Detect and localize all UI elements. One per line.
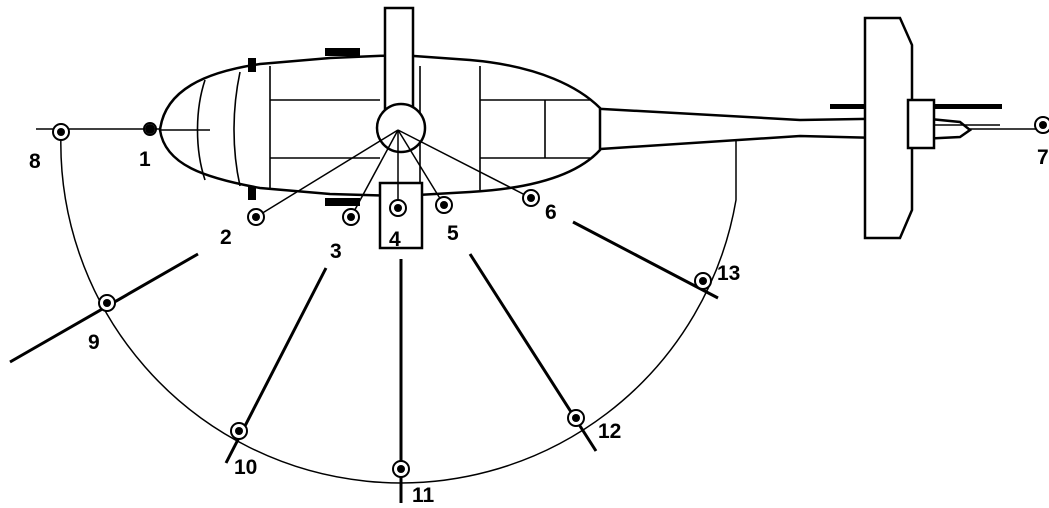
- marker-point-10: [230, 422, 248, 440]
- marker-point-7: [1034, 116, 1049, 134]
- point-label-3: 3: [330, 240, 342, 263]
- helicopter-silhouette: [158, 6, 1002, 250]
- marker-point-9: [98, 294, 116, 312]
- marker-point-5: [435, 196, 453, 214]
- marker-point-12: [567, 409, 585, 427]
- mast-rays: [255, 129, 532, 218]
- point-label-8: 8: [29, 150, 41, 173]
- marker-point-3: [342, 208, 360, 226]
- radial-lines: [9, 220, 719, 503]
- marker-point-1: [143, 122, 157, 136]
- point-label-10: 10: [234, 456, 257, 479]
- point-label-13: 13: [717, 262, 740, 285]
- point-label-5: 5: [447, 222, 459, 245]
- point-label-11: 11: [412, 484, 435, 507]
- point-label-9: 9: [88, 331, 100, 354]
- point-label-4: 4: [389, 228, 401, 251]
- marker-point-6: [522, 189, 540, 207]
- point-label-1: 1: [139, 148, 151, 171]
- measurement-arc: [60, 129, 737, 484]
- point-label-6: 6: [545, 201, 557, 224]
- point-label-12: 12: [598, 420, 621, 443]
- marker-point-4: [389, 199, 407, 217]
- marker-point-8: [52, 123, 70, 141]
- point-label-7: 7: [1037, 146, 1049, 169]
- marker-point-11: [392, 460, 410, 478]
- marker-point-2: [247, 208, 265, 226]
- point-label-2: 2: [220, 226, 232, 249]
- point-labels: 1 2 3 4 5 6 7 8 9 10 11 12 13: [29, 146, 1049, 507]
- marker-point-13: [694, 272, 712, 290]
- measurement-markers: [52, 116, 1049, 478]
